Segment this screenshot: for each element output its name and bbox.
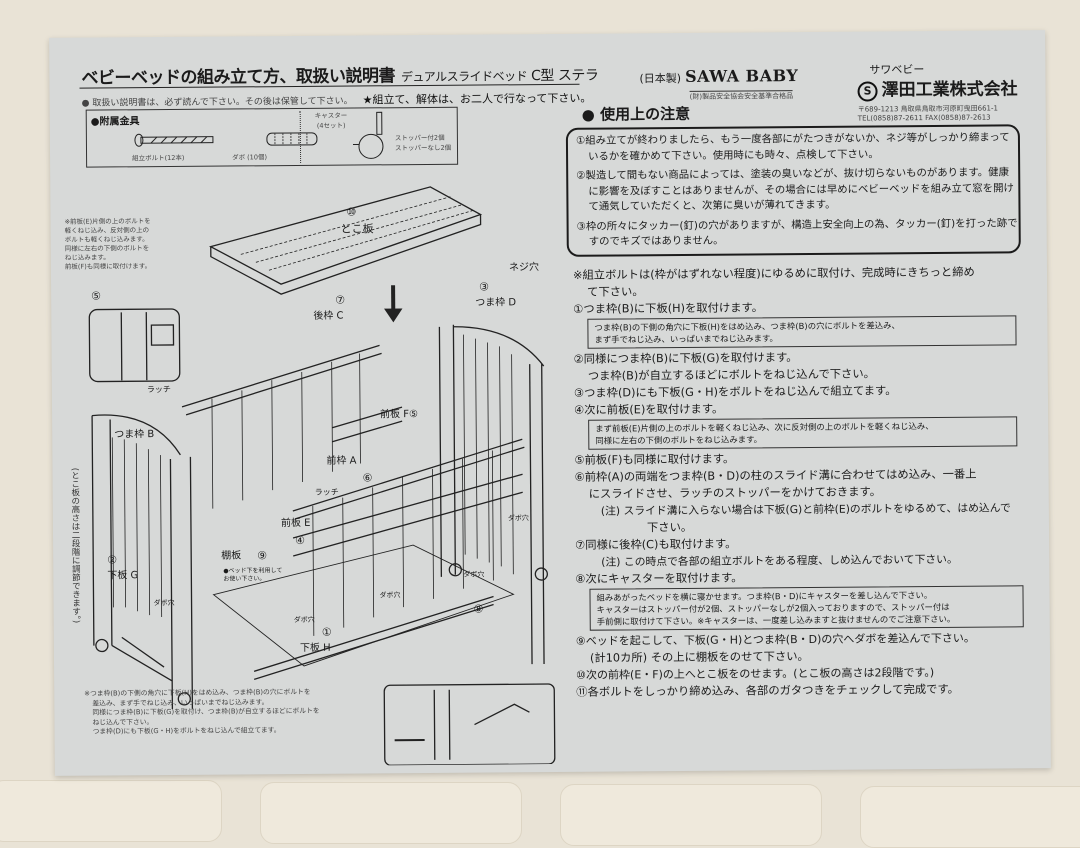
- step-6: ⑥前枠(A)の両端をつま枠(B・D)の柱のスライド溝に合わせてはめ込み、一番上: [575, 465, 1035, 486]
- certification: (財)製品安全協会安全基準合格品: [690, 90, 794, 102]
- inset-number: ⑤: [91, 290, 101, 303]
- rear-frame-c: [182, 345, 383, 509]
- brand-logo: SAWA BABY: [685, 66, 798, 86]
- accessories-heading: ●附属金具: [91, 112, 140, 127]
- dowel-hole-label: ダボ穴: [463, 571, 484, 580]
- company-logo-icon: S: [857, 81, 877, 101]
- step-8-number: ⑧: [474, 603, 484, 616]
- caution-item: ③枠の所々にタッカー(釘)の穴がありますが、構造上安全向上の為、タッカー(釘)を…: [573, 216, 1019, 251]
- caster-caption: キャスター: [315, 112, 348, 120]
- step-8: ⑧次にキャスターを取付けます。: [575, 567, 1035, 588]
- dowel-hole-label: ダボ穴: [379, 591, 400, 600]
- bottom-board-g-number: ②: [107, 553, 117, 566]
- dowel-icon: [267, 133, 317, 145]
- caster-set-caption: (4セット): [317, 122, 346, 130]
- shelf-label: 棚板: [221, 550, 241, 562]
- front-frame-a: [292, 439, 526, 636]
- bolt-caption: 組立ボルト(12本): [132, 154, 184, 162]
- assembly-steps: ※組立ボルトは(枠がはずれない程度)にゆるめに取付け、完成時にきちっと締め て下…: [573, 263, 1036, 701]
- latch-label: ラッチ: [147, 385, 171, 395]
- floor-mat-tile: [0, 780, 222, 842]
- end-frame-d-label: つま枠 D: [475, 297, 516, 309]
- floor-mat-tile: [860, 786, 1080, 848]
- caution-heading: ● 使用上の注意: [582, 105, 690, 124]
- two-person-note: ★組立て、解体は、お二人で行なって下さい。: [363, 92, 592, 107]
- side-note: ※前板(E)片側の上のボルトを軽くねじ込み、反対側の上のボルトも軽くねじ込みます…: [65, 217, 152, 272]
- caution-item: ①組み立てが終わりましたら、もう一度各部にがたつきがないか、ネジ等がしっかり締ま…: [572, 130, 1018, 165]
- rear-frame-number: ⑦: [335, 294, 345, 307]
- mattress-board: [210, 187, 481, 295]
- bolt-icon: [135, 134, 213, 147]
- floor-mat-tile: [260, 782, 522, 844]
- latch-label: ラッチ: [315, 488, 339, 498]
- shelf-number: ⑨: [257, 549, 267, 562]
- bottom-board-g: [112, 637, 172, 681]
- step-6-note: (注) スライド溝に入らない場合は下板(G)と前枠(E)のボルトをゆるめて、はめ…: [575, 499, 1035, 520]
- arrow-head-icon: [385, 309, 401, 321]
- caster-no-stopper-note: ストッパーなし2個: [395, 144, 451, 152]
- board-height-note: (とこ板の高さは二段階に調節できます。): [68, 468, 81, 623]
- dowel-inset-detail: [384, 684, 555, 765]
- intro: ※組立ボルトは(枠がはずれない程度)にゆるめに取付け、完成時にきちっと締め: [573, 263, 1033, 284]
- bottom-board-h-label: 下板 H: [300, 643, 331, 655]
- step-11: ⑪各ボルトをしっかり締め込み、各部のガタつきをチェックして完成です。: [576, 680, 1036, 701]
- floor-mat-tile: [560, 784, 822, 846]
- end-frame-d-number: ③: [479, 280, 489, 293]
- front-board-e-number: ④: [295, 534, 305, 547]
- front-board-f-label: 前板 F⑤: [380, 409, 418, 421]
- model-name: C型 ステラ: [531, 68, 598, 85]
- step-1: ①つま枠(B)に下板(H)を取付けます。: [573, 297, 1033, 318]
- caster-stopper-note: ストッパー付2個: [395, 134, 445, 142]
- shelf-note: ●ベッド下を利用してお使い下さい。: [223, 567, 282, 583]
- front-frame-a-label: 前枠 A: [326, 456, 356, 468]
- board-number: ⑩: [346, 206, 356, 219]
- dowel-caption: ダボ (10個): [232, 153, 267, 161]
- inset-bolt-detail: [89, 309, 180, 382]
- divider: [300, 111, 301, 163]
- step-1-detail: つま枠(B)の下側の角穴に下板(H)をはめ込み、つま枠(B)の穴にボルトを差込み…: [587, 315, 1016, 348]
- screw-hole-label: ネジ穴: [509, 262, 539, 274]
- company-kana: サワベビー: [869, 63, 924, 77]
- front-frame-a-number: ⑥: [363, 471, 373, 484]
- step-8-detail: 組みあがったベッドを横に寝かせます。つま枠(B・D)にキャスターを差し込んで下さ…: [589, 585, 1023, 630]
- step-4: ④次に前板(E)を取付けます。: [574, 398, 1034, 419]
- read-instructions-note: ● 取扱い説明書は、必ず読んで下さい。その後は保管して下さい。★組立て、解体は、…: [82, 90, 592, 110]
- company-phone: TEL(0858)87-2611 FAX(0858)87-2613: [858, 113, 998, 123]
- caution-box: ①組み立てが終わりましたら、もう一度各部にがたつきがないか、ネジ等がしっかり締ま…: [566, 124, 1021, 256]
- bottom-board-h-number: ①: [322, 626, 332, 639]
- dowel-hole-label: ダボ穴: [294, 616, 315, 625]
- caution-item: ②製造して間もない商品によっては、塗装の臭いなどが、抜け切らないものがあります。…: [572, 165, 1018, 215]
- right-column: ①組み立てが終わりましたら、もう一度各部にがたつきがないか、ネジ等がしっかり締ま…: [566, 124, 1036, 700]
- made-in-japan: (日本製): [639, 72, 681, 85]
- product-line: デュアルスライドベッド: [401, 69, 527, 84]
- step-9: ⑨ベッドを起こして、下板(G・H)とつま枠(B・D)の穴へダボを差込んで下さい。: [576, 629, 1036, 650]
- board-label: とこ板: [341, 222, 374, 235]
- bottom-board-g-label: 下板 G: [107, 570, 138, 582]
- accessories-box: ●附属金具 組立ボルト(12本) ダボ (10個) キャスター (4セット) ス…: [86, 107, 458, 168]
- shelf-board: [213, 544, 514, 666]
- step-4-detail: まず前板(E)片側の上のボルトを軽くねじ込み、次に反対側の上のボルトを軽くねじ込…: [588, 416, 1017, 449]
- end-frame-b-label: つま枠 B: [114, 429, 154, 441]
- bottom-note: ※つま枠(B)の下側の角穴に下板(H)をはめ込み、つま枠(B)の穴にボルトを差込…: [84, 688, 320, 737]
- rear-frame-label: 後枠 C: [313, 311, 343, 323]
- brand-line: (日本製) SAWA BABY: [639, 66, 798, 89]
- caster-icon: [353, 110, 393, 162]
- bolt-dowel-illustration: [127, 128, 367, 154]
- dowel-hole-label: ダボ穴: [154, 599, 175, 608]
- dowel-hole-label: ダボ穴: [508, 514, 529, 523]
- front-board-e-label: 前板 E: [281, 518, 311, 530]
